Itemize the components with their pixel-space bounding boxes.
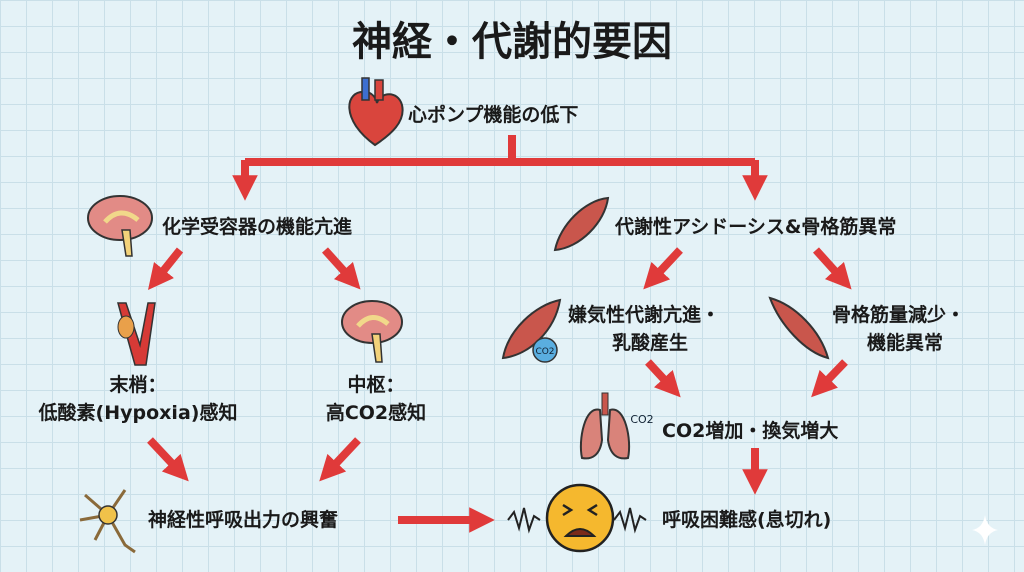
blood-vessel-icon — [117, 302, 156, 366]
arrow-muscle-to-co2 — [811, 359, 848, 398]
lungs-icon: CO2 — [579, 392, 654, 460]
arrow-to-central — [322, 247, 361, 290]
arrow-to-peripheral — [148, 247, 184, 290]
arrow-central-to-neural — [319, 437, 361, 482]
arrow-anaerobic-to-co2 — [645, 359, 681, 398]
page-title: 神経・代謝的要因 — [352, 19, 672, 65]
node-peripheral-line1: 末梢： — [109, 374, 167, 396]
muscle-icon — [553, 196, 610, 252]
node-central-line2: 高CO2感知 — [325, 402, 427, 424]
node-root: 心ポンプ機能の低下 — [408, 104, 579, 126]
arrow-peripheral-to-neural — [147, 437, 189, 482]
heart-icon — [348, 77, 404, 147]
muscle-co2-icon: CO2 — [501, 298, 562, 363]
node-central-line1: 中枢： — [347, 374, 405, 396]
arrow-root-split — [245, 135, 755, 166]
distressed-face-icon — [507, 483, 647, 553]
node-neural: 神経性呼吸出力の興奮 — [148, 509, 339, 531]
node-muscle-line1: 骨格筋量減少・ — [832, 304, 966, 326]
brain-icon-central — [341, 300, 403, 363]
node-anaerobic-line2: 乳酸産生 — [611, 332, 689, 354]
node-anaerobic-line1: 嫌気性代謝亢進・ — [568, 304, 721, 326]
arrow-to-muscle-loss — [813, 247, 852, 290]
node-chemoreceptor: 化学受容器の機能亢進 — [162, 216, 353, 238]
node-peripheral-line2: 低酸素(Hypoxia)感知 — [38, 402, 238, 424]
sparkle-icon — [972, 515, 998, 545]
node-co2: CO2増加・換気増大 — [662, 420, 839, 442]
muscle-icon-2 — [768, 296, 830, 360]
node-dyspnea: 呼吸困難感(息切れ) — [662, 509, 832, 531]
arrow-to-anaerobic — [643, 247, 683, 290]
neuron-icon — [79, 489, 136, 554]
node-metabolic: 代謝性アシドーシス&骨格筋異常 — [615, 216, 897, 238]
brain-icon — [87, 195, 153, 257]
co2-drop-label: CO2 — [535, 347, 554, 357]
node-muscle-line2: 機能異常 — [866, 332, 944, 354]
co2-lung-label: CO2 — [630, 413, 653, 426]
